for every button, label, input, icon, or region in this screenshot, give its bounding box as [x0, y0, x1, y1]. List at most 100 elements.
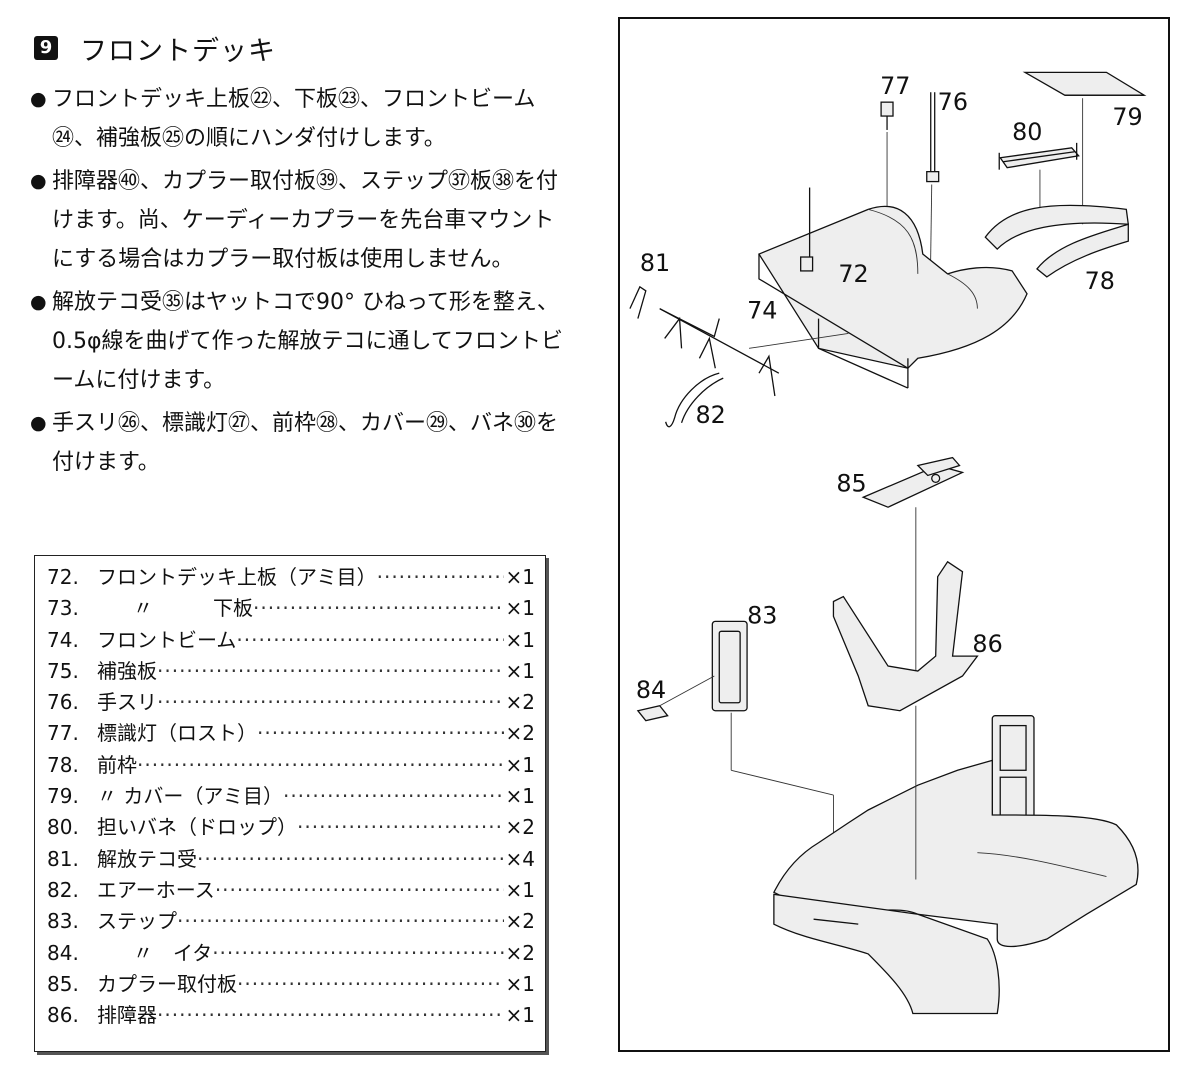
part-quantity: ×1: [505, 627, 535, 652]
bullet-dot-icon: ●: [30, 88, 47, 110]
parts-list-box: 72. フロントデッキ上板（アミ目） ×1 73. 〃 下板 ×1 74. フロントビーム ×1…: [34, 555, 546, 1052]
step-number-badge: 9: [34, 36, 58, 60]
dot-leader: [253, 596, 504, 620]
part-quantity: ×2: [505, 940, 535, 965]
part-name: フロントビーム: [97, 627, 237, 652]
part-quantity: ×2: [505, 690, 535, 715]
step-heading: 9 フロントデッキ: [30, 24, 570, 72]
assembly-diagram: 77 76 79 80 81 72 74 78 82 85 83 86 84: [618, 17, 1170, 1052]
part-72-deck: [748, 187, 1028, 389]
callout-83: 83: [747, 601, 777, 629]
part-79-cover: [1022, 71, 1147, 225]
part-number: 81.: [47, 846, 79, 871]
part-name: フロントデッキ上板（アミ目）: [97, 565, 377, 589]
part-name: 担いバネ（ドロップ）: [97, 815, 297, 840]
part-number: 73.: [47, 596, 79, 621]
part-number: 82.: [47, 877, 79, 902]
part-number: 79.: [47, 784, 79, 809]
part-number: 76.: [47, 690, 79, 715]
part-number: 86.: [47, 1003, 79, 1028]
part-number: 84.: [47, 940, 79, 965]
part-row: 76.手スリ×2: [47, 686, 535, 717]
part-85-coupler-plate: [861, 456, 965, 691]
part-number: 75.: [47, 658, 79, 683]
bullet-dot-icon: ●: [30, 291, 47, 313]
part-quantity: ×2: [505, 815, 535, 840]
part-name: 解放テコ受: [97, 846, 197, 871]
instruction-item: ● 手スリ㉖、標識灯㉗、前枠㉘、カバー㉙、バネ㉚を付けます。: [30, 404, 570, 482]
part-row: 79. 〃 カバー（アミ目） ×1: [47, 780, 535, 811]
part-row: 77. 標識灯（ロスト） ×2: [47, 717, 535, 748]
part-row: 73. 〃 下板 ×1: [47, 592, 535, 623]
part-number: 72.: [47, 565, 79, 589]
part-name: 〃 イタ: [133, 940, 213, 965]
part-name: 補強板: [97, 658, 157, 683]
instruction-text: 手スリ㉖、標識灯㉗、前枠㉘、カバー㉙、バネ㉚を付けます。: [52, 411, 559, 475]
callout-76: 76: [938, 88, 968, 116]
dot-leader: [377, 565, 504, 589]
dot-leader: [157, 659, 504, 683]
part-quantity: ×1: [505, 971, 535, 996]
dot-leader: [257, 721, 504, 745]
callout-77: 77: [880, 72, 910, 100]
part-quantity: ×1: [505, 565, 535, 589]
part-name: エアーホース: [97, 877, 215, 902]
part-row: 81.解放テコ受×4: [47, 843, 535, 874]
part-row: 83.ステップ×2: [47, 905, 535, 936]
callout-72: 72: [838, 260, 868, 288]
instructions-column: 9 フロントデッキ ● フロントデッキ上板㉒、下板㉓、フロントビーム㉔、補強板㉕…: [30, 24, 570, 486]
part-quantity: ×1: [505, 596, 535, 621]
dot-leader: [157, 690, 504, 714]
callout-84: 84: [636, 676, 666, 704]
assembly-drawing: 77 76 79 80 81 72 74 78 82 85 83 86 84: [629, 71, 1147, 1015]
bullet-dot-icon: ●: [30, 170, 47, 192]
part-name: 排障器: [97, 1003, 157, 1028]
part-row: 82. エアーホース ×1: [47, 874, 535, 905]
part-quantity: ×1: [505, 752, 535, 777]
part-row: 86. 排障器 ×1: [47, 999, 535, 1030]
part-number: 83.: [47, 909, 79, 934]
callout-86: 86: [972, 630, 1002, 658]
part-quantity: ×1: [505, 784, 535, 809]
part-80-spring: [998, 142, 1080, 225]
part-number: 77.: [47, 721, 79, 746]
part-name: 標識灯（ロスト）: [97, 721, 257, 746]
instruction-list: ● フロントデッキ上板㉒、下板㉓、フロントビーム㉔、補強板㉕の順にハンダ付けしま…: [30, 80, 570, 482]
dot-leader: [215, 878, 504, 902]
instruction-item: ● フロントデッキ上板㉒、下板㉓、フロントビーム㉔、補強板㉕の順にハンダ付けしま…: [30, 80, 570, 158]
part-row: 72. フロントデッキ上板（アミ目） ×1: [47, 561, 535, 592]
part-row: 84. 〃 イタ ×2: [47, 937, 535, 968]
front-frame-body: [773, 705, 1139, 1015]
callout-81: 81: [640, 249, 670, 277]
part-name: 〃 カバー（アミ目）: [97, 784, 283, 809]
part-number: 74.: [47, 627, 79, 652]
step-title: フロントデッキ: [80, 35, 276, 67]
part-number: 80.: [47, 815, 79, 840]
part-quantity: ×1: [505, 877, 535, 902]
part-name: 〃 下板: [133, 596, 253, 621]
dot-leader: [157, 1003, 504, 1027]
callout-78: 78: [1085, 267, 1115, 295]
dot-leader: [283, 784, 504, 808]
part-quantity: ×2: [505, 721, 535, 746]
instruction-item: ● 排障器㊵、カプラー取付板㊴、ステップ㊲板㊳を付けます。尚、ケーディーカプラー…: [30, 162, 570, 279]
dot-leader: [197, 847, 504, 871]
part-name: ステップ: [97, 909, 177, 934]
callout-85: 85: [836, 469, 866, 497]
part-row: 74. フロントビーム ×1: [47, 624, 535, 655]
dot-leader: [212, 941, 503, 965]
part-number: 78.: [47, 752, 79, 777]
instruction-text: フロントデッキ上板㉒、下板㉓、フロントビーム㉔、補強板㉕の順にハンダ付けします。: [52, 87, 536, 151]
dot-leader: [177, 909, 504, 933]
part-name: 前枠: [97, 752, 137, 777]
parts-list: 72. フロントデッキ上板（アミ目） ×1 73. 〃 下板 ×1 74. フロントビーム ×1…: [35, 556, 545, 1030]
bullet-dot-icon: ●: [30, 412, 47, 434]
instruction-item: ● 解放テコ受㉟はヤットコで90° ひねって形を整え、0.5φ線を曲げて作った解…: [30, 283, 570, 400]
part-quantity: ×1: [505, 1003, 535, 1028]
callout-74: 74: [747, 297, 777, 325]
part-name: カプラー取付板: [97, 971, 237, 996]
part-86-pilot: [832, 560, 979, 712]
dot-leader: [297, 815, 504, 839]
part-row: 78. 前枠 ×1: [47, 749, 535, 780]
part-number: 85.: [47, 971, 79, 996]
